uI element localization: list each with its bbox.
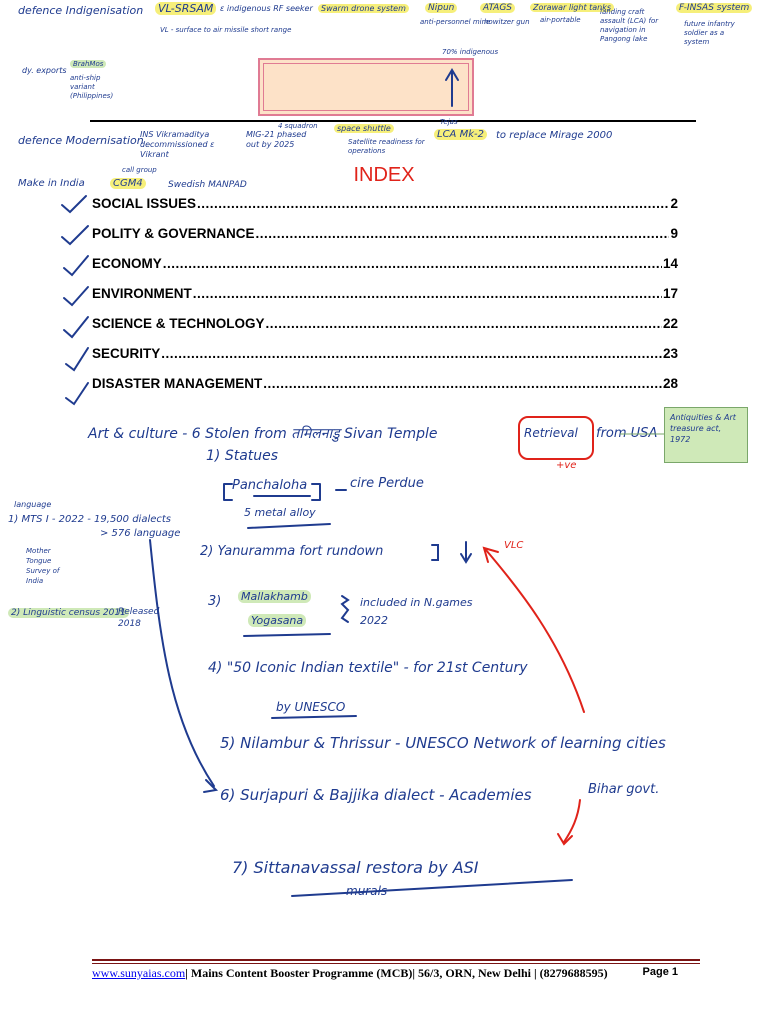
toc-page: 17: [662, 286, 678, 301]
note-tejas: Tejas: [440, 118, 458, 126]
note-item4: 4) "50 Iconic Indian textile" - for 21st…: [208, 660, 528, 676]
toc-label: SOCIAL ISSUES: [92, 196, 197, 211]
footer-rule: [92, 959, 700, 961]
toc-item-science[interactable]: SCIENCE & TECHNOLOGY 22: [92, 316, 678, 331]
note-lca: LCA Mk-2: [434, 129, 487, 140]
toc-page: 23: [662, 346, 678, 361]
page-number: Page 1: [642, 966, 678, 978]
note-defence-mod: defence Modernisation: [18, 134, 144, 147]
tick-icon: [63, 286, 89, 307]
toc-page: 28: [662, 376, 678, 391]
note-language: language: [14, 500, 52, 509]
toc-item-polity[interactable]: POLITY & GOVERNANCE 9: [92, 226, 678, 241]
tick-icon: [65, 382, 89, 406]
note-antiquities: Antiquities & Art treasure act, 1972: [670, 413, 736, 444]
tick-icon: [63, 255, 89, 277]
toc-page: 9: [670, 226, 678, 241]
note-bihar: Bihar govt.: [588, 782, 660, 797]
note-mts: 1) MTS I - 2022 - 19,500 dialects: [8, 514, 172, 525]
note-callgroup: call group: [122, 166, 157, 174]
toc-page: 14: [662, 256, 678, 271]
note-by-unesco: by UNESCO: [276, 700, 346, 714]
toc-item-disaster[interactable]: DISASTER MANAGEMENT 28: [92, 376, 678, 391]
note-atags: ATAGS: [480, 3, 516, 13]
note-item7: 7) Sittanavassal restora by ASI: [232, 858, 479, 877]
note-replace: to replace Mirage 2000: [496, 130, 613, 141]
note-brahmos-desc: anti-ship variant (Philippines): [70, 74, 114, 100]
note-finsas: F-INSAS system: [676, 3, 753, 13]
note-atags-desc: howitzer gun: [484, 18, 530, 26]
tick-icon: [65, 347, 89, 372]
arrow-up-icon: [485, 549, 585, 713]
note-item2: 2) Yanuramma fort rundown: [200, 544, 384, 559]
note-statues: 1) Statues: [206, 448, 279, 464]
note-cgm4: CGM4: [110, 178, 146, 189]
toc-label: POLITY & GOVERNANCE: [92, 226, 255, 241]
note-ins: INS Vikramaditya decommissioned ε Vikran…: [140, 130, 215, 159]
toc-label: DISASTER MANAGEMENT: [92, 376, 263, 391]
note-item3a: Mallakhamb: [238, 590, 311, 603]
toc-item-security[interactable]: SECURITY 23: [92, 346, 678, 361]
retrieval-box: [518, 416, 594, 460]
footer-rule-thin: [92, 963, 700, 964]
note-linguistic: 2) Linguistic census 2011: [8, 608, 129, 618]
tick-icon: [61, 225, 89, 246]
toc-item-environment[interactable]: ENVIRONMENT 17: [92, 286, 678, 301]
note-art-heading: Art & culture - 6 Stolen from तमिलनाडु S…: [88, 426, 438, 442]
note-brahmos: BrahMos: [70, 60, 107, 68]
note-vlc: VLC: [504, 540, 524, 551]
note-dy-exports: dy. exports: [22, 66, 67, 75]
note-defence-indigenisation: defence Indigenisation: [18, 4, 144, 17]
note-plus-ve: +ve: [556, 460, 577, 471]
note-vl-srsam: VL-SRSAM: [155, 2, 217, 15]
note-metal: 5 metal alloy: [244, 506, 316, 519]
toc-item-social-issues[interactable]: SOCIAL ISSUES 2: [92, 196, 678, 211]
note-indig-pct: 70% indigenous: [442, 48, 499, 56]
antiquities-box: [664, 407, 748, 463]
index-title: INDEX: [353, 164, 415, 186]
note-swedish: Swedish MANPAD: [168, 180, 247, 190]
arrow-down-icon: [460, 541, 472, 564]
header-box: [258, 58, 474, 116]
note-squadron: 4 squadron: [278, 122, 318, 130]
note-nipun: Nipun: [425, 3, 458, 13]
note-finsas-desc: future infantry soldier as a system: [684, 20, 735, 46]
note-retrieval: Retrieval: [524, 426, 578, 440]
note-panchaloha: Panchaloha: [232, 478, 308, 493]
note-zorawar: Zorawar light tanks: [530, 3, 615, 12]
footer-text: | Mains Content Booster Programme (MCB)|…: [185, 966, 608, 980]
toc-label: ENVIRONMENT: [92, 286, 192, 301]
tick-icon: [63, 316, 89, 339]
toc-item-economy[interactable]: ECONOMY 14: [92, 256, 678, 271]
note-sat: Satellite readiness for operations: [348, 138, 425, 155]
toc-page: 22: [662, 316, 678, 331]
note-swarm: Swarm drone system: [318, 4, 409, 13]
note-make-india: Make in India: [18, 178, 85, 189]
note-vl-desc2: VL - surface to air missile short range: [160, 26, 292, 34]
note-landing: landing craft assault (LCA) for navigati…: [600, 8, 659, 43]
note-nipun-desc: anti-personnel mine: [420, 18, 491, 26]
note-item3-num: 3): [208, 594, 222, 609]
toc-label: ECONOMY: [92, 256, 162, 271]
toc-label: SECURITY: [92, 346, 161, 361]
note-mother: Mother Tongue Survey of India: [26, 547, 60, 585]
note-mig: MIG-21 phased out by 2025: [246, 130, 307, 149]
toc-label: SCIENCE & TECHNOLOGY: [92, 316, 265, 331]
note-released: Released 2018: [118, 607, 160, 629]
header-rule: [90, 120, 696, 122]
note-zorawar-desc: air-portable: [540, 16, 581, 24]
note-cire: cire Perdue: [350, 476, 424, 491]
note-lang576: > 576 language: [100, 528, 181, 539]
note-space: space shuttle: [334, 124, 394, 133]
note-item5: 5) Nilambur & Thrissur - UNESCO Network …: [220, 734, 666, 752]
note-item3b: Yogasana: [248, 614, 307, 627]
page-footer: www.sunyaias.com| Mains Content Booster …: [92, 966, 678, 981]
note-item6: 6) Surjapuri & Bajjika dialect - Academi…: [220, 786, 532, 804]
note-vl-desc: ε indigenous RF seeker: [220, 4, 313, 13]
note-included: included in N.games 2022: [360, 596, 473, 627]
toc-page: 2: [670, 196, 678, 211]
tick-icon: [61, 195, 87, 214]
footer-link[interactable]: www.sunyaias.com: [92, 966, 186, 980]
